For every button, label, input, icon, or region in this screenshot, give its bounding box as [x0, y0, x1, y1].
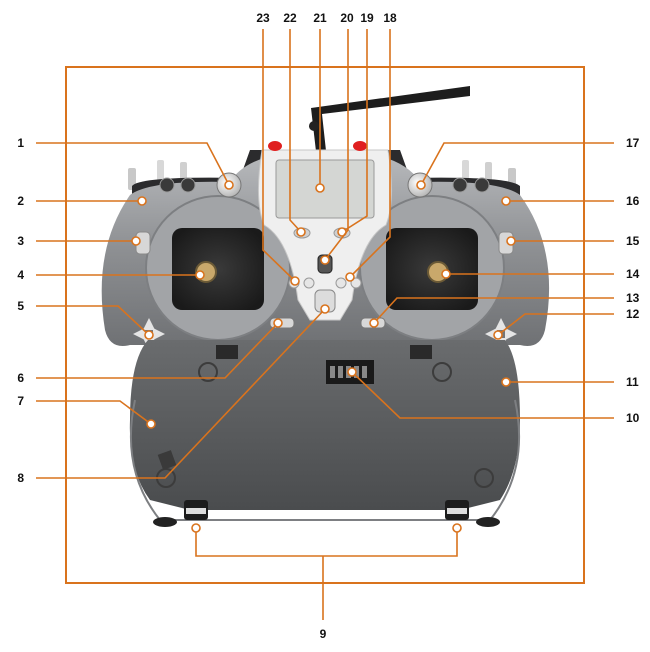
callout-23: 23 — [256, 11, 270, 25]
left-gimbal — [172, 228, 264, 310]
callout-17: 17 — [626, 136, 640, 150]
callout-20: 20 — [340, 11, 354, 25]
callout-9: 9 — [320, 627, 327, 641]
callout-1: 1 — [17, 136, 24, 150]
callout-22: 22 — [283, 11, 297, 25]
callout-3: 3 — [17, 234, 24, 248]
callout-8: 8 — [17, 471, 24, 485]
callout-18: 18 — [383, 11, 397, 25]
lcd-screen — [275, 159, 375, 219]
callout-5: 5 — [17, 299, 24, 313]
callout-4: 4 — [17, 268, 24, 282]
callout-12: 12 — [626, 307, 640, 321]
lower-panel — [129, 340, 521, 510]
callout-labels: 1 2 3 4 5 6 7 8 9 10 11 12 13 14 15 16 1… — [17, 11, 639, 641]
callout-16: 16 — [626, 194, 640, 208]
callout-15: 15 — [626, 234, 640, 248]
callout-10: 10 — [626, 411, 640, 425]
callout-11: 11 — [626, 375, 639, 389]
callout-21: 21 — [313, 11, 327, 25]
antenna — [311, 86, 470, 160]
callout-13: 13 — [626, 291, 640, 305]
transmitter-illustration — [101, 86, 550, 527]
callout-19: 19 — [360, 11, 374, 25]
outline-frame — [65, 66, 585, 584]
callout-7: 7 — [17, 394, 24, 408]
callout-14: 14 — [626, 267, 640, 281]
leader-lines — [36, 29, 614, 620]
callout-2: 2 — [17, 194, 24, 208]
callout-6: 6 — [17, 371, 24, 385]
